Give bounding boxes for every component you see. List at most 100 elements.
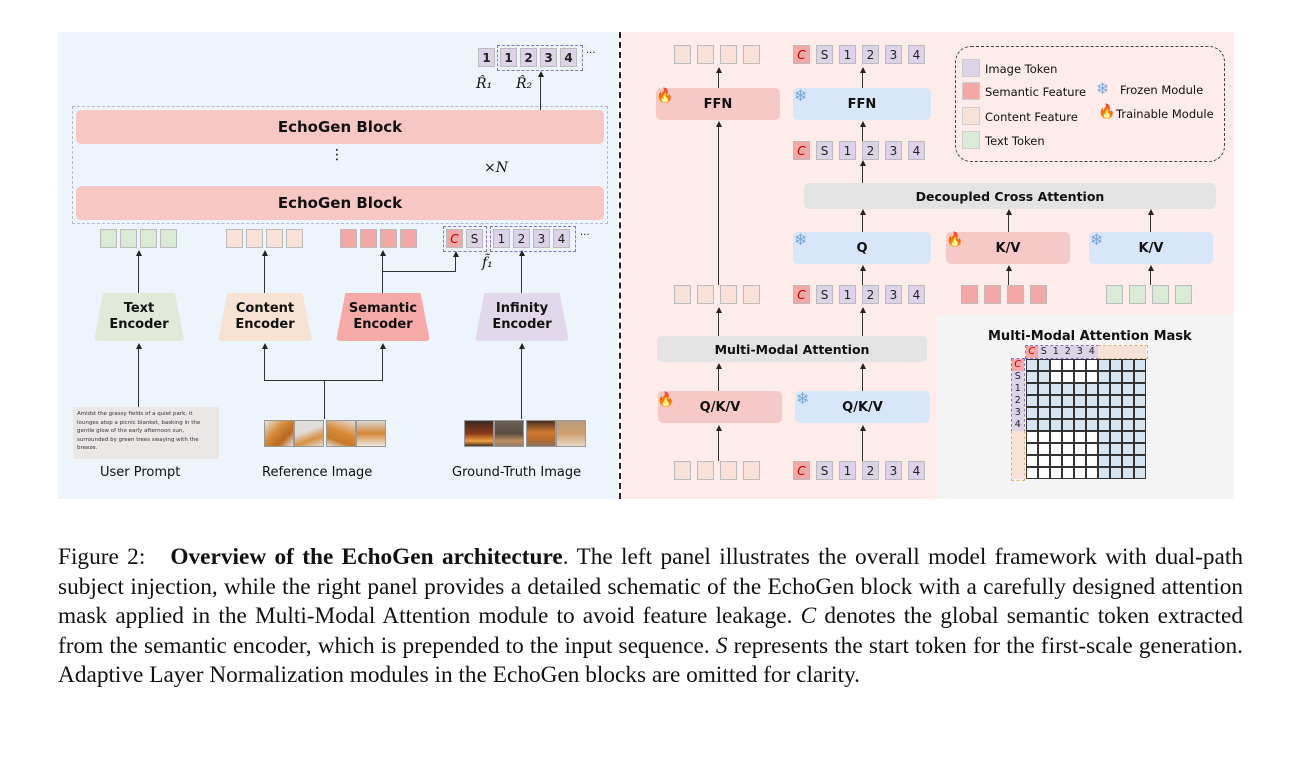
arrow-head-icon bbox=[860, 160, 866, 166]
module-label: Multi-Modal Attention bbox=[714, 341, 870, 357]
legend bbox=[955, 46, 1225, 162]
text-token bbox=[1152, 285, 1169, 304]
mask-cell bbox=[1062, 407, 1074, 419]
mask-cell bbox=[1110, 359, 1122, 371]
arrow-head-icon bbox=[453, 251, 459, 257]
mask-cell bbox=[1110, 407, 1122, 419]
mask-cell bbox=[1098, 419, 1110, 431]
image-token: 4 bbox=[553, 229, 570, 248]
mask-cell bbox=[1074, 407, 1086, 419]
mask-cell bbox=[1038, 383, 1050, 395]
arrow-head-icon bbox=[1006, 265, 1012, 271]
mask-cell bbox=[1038, 359, 1050, 371]
image-token: 3 bbox=[533, 229, 550, 248]
mask-cell bbox=[1050, 467, 1062, 479]
mask-cell bbox=[1062, 395, 1074, 407]
decoupled-cross-attention: Decoupled Cross Attention bbox=[804, 183, 1216, 209]
module-label: FFN bbox=[703, 96, 733, 112]
content-token bbox=[743, 285, 760, 304]
mask-cell bbox=[1062, 419, 1074, 431]
mask-cell bbox=[1062, 431, 1074, 443]
mask-cell bbox=[1110, 443, 1122, 455]
block-label: EchoGen Block bbox=[277, 194, 403, 212]
connector bbox=[324, 380, 326, 419]
mask-cell bbox=[1110, 383, 1122, 395]
image-token: 1 bbox=[839, 45, 856, 64]
content-token bbox=[720, 461, 737, 480]
mask-cell bbox=[1086, 407, 1098, 419]
user-prompt-label: User Prompt bbox=[100, 465, 181, 480]
mask-cell bbox=[1098, 395, 1110, 407]
mask-row-label bbox=[1012, 455, 1024, 467]
mask-cell bbox=[1134, 431, 1146, 443]
legend-swatch-image-token bbox=[962, 59, 980, 77]
output-token-r1: 1 bbox=[478, 48, 495, 67]
s-token: S bbox=[816, 141, 833, 160]
mask-cell bbox=[1074, 383, 1086, 395]
mask-cell bbox=[1134, 383, 1146, 395]
c-token: C bbox=[446, 229, 463, 248]
reference-image-thumb bbox=[294, 420, 324, 447]
mask-cell bbox=[1086, 419, 1098, 431]
semantic-token bbox=[340, 229, 357, 248]
connector bbox=[264, 380, 383, 382]
legend-swatch-content-feature bbox=[962, 107, 980, 125]
mask-cell bbox=[1026, 443, 1038, 455]
content-token bbox=[226, 229, 243, 248]
snowflake-icon: ❄ bbox=[1090, 230, 1104, 249]
r2-label: R̂₂ bbox=[516, 76, 533, 92]
user-prompt-text: Amidst the grassy fields of a quiet park… bbox=[73, 407, 219, 459]
kv-trainable: K/V bbox=[946, 232, 1070, 264]
content-token bbox=[246, 229, 263, 248]
connector bbox=[862, 214, 864, 232]
content-token bbox=[674, 45, 691, 64]
connector bbox=[718, 126, 720, 285]
c-token: C bbox=[793, 461, 810, 480]
text-token bbox=[1129, 285, 1146, 304]
mask-cell bbox=[1062, 383, 1074, 395]
mask-cell bbox=[1086, 359, 1098, 371]
fire-icon: 🔥 bbox=[946, 232, 964, 248]
connector bbox=[718, 430, 720, 461]
mask-col-label: 2 bbox=[1062, 346, 1074, 358]
mask-row-label bbox=[1012, 467, 1024, 479]
encoder-label: Encoder bbox=[353, 317, 413, 332]
mask-cell bbox=[1050, 431, 1062, 443]
image-token: 1 bbox=[839, 285, 856, 304]
encoder-label: Encoder bbox=[109, 317, 169, 332]
mask-cell bbox=[1098, 383, 1110, 395]
arrow-head-icon bbox=[136, 343, 142, 349]
mask-col-label bbox=[1122, 346, 1134, 358]
mask-col-label: S bbox=[1038, 346, 1050, 358]
arrow-head-icon bbox=[1006, 209, 1012, 215]
s-token: S bbox=[816, 461, 833, 480]
block-label: EchoGen Block bbox=[277, 118, 403, 136]
mask-cell bbox=[1098, 455, 1110, 467]
ground-truth-image-thumb bbox=[494, 420, 524, 447]
c-token: C bbox=[793, 285, 810, 304]
mask-cell bbox=[1122, 407, 1134, 419]
connector bbox=[382, 256, 384, 293]
mask-cell bbox=[1122, 383, 1134, 395]
mask-cell bbox=[1098, 443, 1110, 455]
image-token: 2 bbox=[513, 229, 530, 248]
image-token-group bbox=[490, 226, 576, 252]
image-token: 3 bbox=[885, 461, 902, 480]
mask-cell bbox=[1122, 455, 1134, 467]
connector bbox=[862, 368, 864, 391]
legend-swatch-text-token bbox=[962, 131, 980, 149]
image-token: 4 bbox=[908, 141, 925, 160]
arrow-head-icon bbox=[1148, 209, 1154, 215]
output-token: 4 bbox=[560, 48, 577, 67]
arrow-head-icon bbox=[716, 307, 722, 313]
mask-cell bbox=[1122, 419, 1134, 431]
arrow-head-icon bbox=[1148, 265, 1154, 271]
s-symbol: S bbox=[715, 632, 728, 659]
mask-cell bbox=[1122, 443, 1134, 455]
legend-swatch-semantic-feature bbox=[962, 82, 980, 100]
mask-cell bbox=[1038, 443, 1050, 455]
